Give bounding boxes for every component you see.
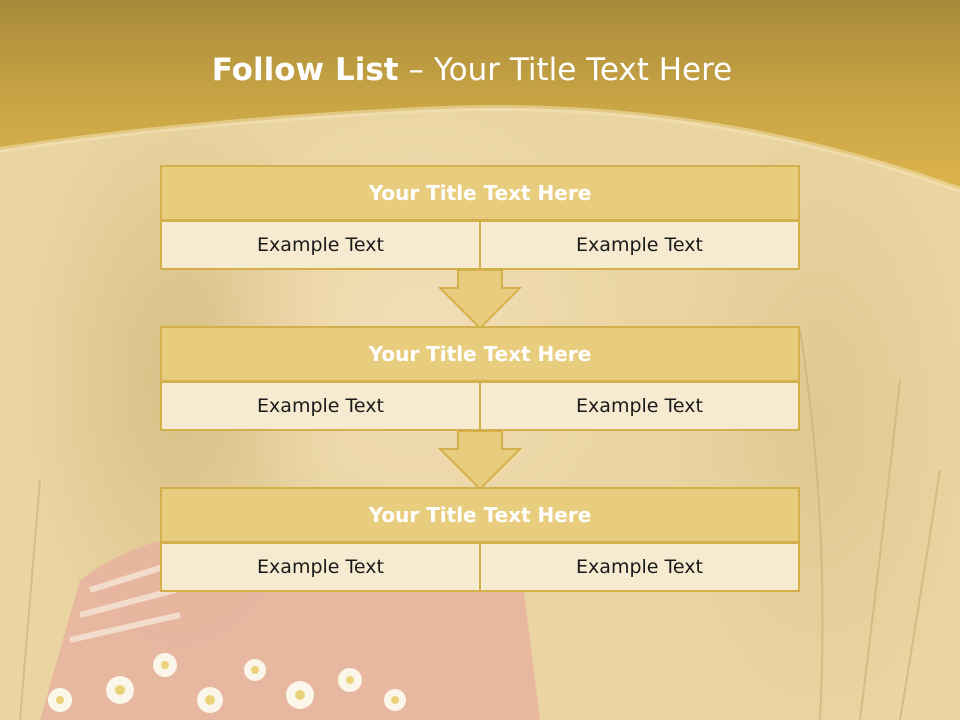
block-title: Your Title Text Here — [160, 165, 800, 221]
block-row: Example Text Example Text — [160, 220, 800, 270]
title-separator: – — [398, 52, 434, 88]
down-arrow-icon — [438, 270, 522, 330]
title-bold: Follow List — [211, 52, 399, 88]
block-cell-left: Example Text — [160, 381, 481, 431]
block-cell-right: Example Text — [479, 542, 800, 592]
list-block-1: Your Title Text Here Example Text Exampl… — [160, 165, 800, 270]
down-arrow-icon — [438, 431, 522, 491]
list-block-2: Your Title Text Here Example Text Exampl… — [160, 326, 800, 431]
block-cell-right: Example Text — [479, 220, 800, 270]
list-block-3: Your Title Text Here Example Text Exampl… — [160, 487, 800, 592]
block-row: Example Text Example Text — [160, 542, 800, 592]
header-band — [0, 0, 960, 193]
block-cell-left: Example Text — [160, 542, 481, 592]
slide-title: Follow List – Your Title Text Here — [0, 52, 944, 88]
title-text: Your Title Text Here — [433, 52, 733, 88]
block-cell-left: Example Text — [160, 220, 481, 270]
block-title: Your Title Text Here — [160, 487, 800, 543]
block-cell-right: Example Text — [479, 381, 800, 431]
block-row: Example Text Example Text — [160, 381, 800, 431]
block-title: Your Title Text Here — [160, 326, 800, 382]
